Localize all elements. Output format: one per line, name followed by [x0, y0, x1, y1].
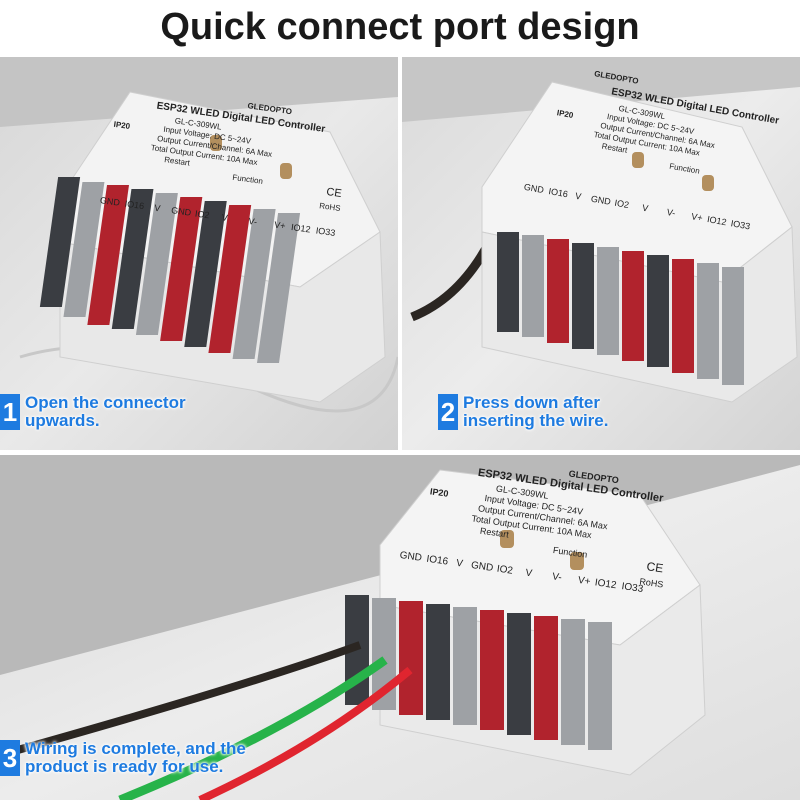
port-label-3: GND	[470, 560, 494, 574]
port-label-5: V	[525, 568, 533, 580]
step-3-photo: ESP32 WLED Digital LED Controller GL-C-3…	[0, 455, 800, 800]
rohs-mark: RoHS	[639, 576, 664, 589]
port-label-7: V+	[691, 211, 704, 223]
port-label-9: IO33	[730, 218, 751, 231]
connector-levers	[345, 595, 612, 750]
port-label-3: GND	[171, 205, 193, 218]
port-label-2: V	[154, 203, 161, 214]
step-1-caption: Open the connector upwards.	[25, 393, 186, 430]
ip-rating: IP20	[556, 108, 574, 120]
port-label-8: IO12	[290, 222, 311, 235]
port-label-2: V	[455, 558, 463, 570]
port-label-2: V	[574, 191, 582, 202]
port-label-0: GND	[523, 182, 545, 195]
ce-mark: CE	[646, 559, 664, 575]
port-label-4: IO2	[496, 564, 514, 577]
port-label-6: V-	[666, 207, 676, 218]
rohs-mark: RoHS	[319, 201, 341, 213]
port-label-0: GND	[99, 195, 121, 208]
restart-label: Restart	[164, 155, 192, 168]
step-1: 1 Open the connector upwards.	[0, 394, 186, 430]
connector-levers	[497, 232, 744, 385]
step-2-caption: Press down after inserting the wire.	[463, 393, 609, 430]
step-3-number: 3	[0, 740, 20, 776]
port-label-8: IO12	[594, 577, 617, 591]
page-title: Quick connect port design	[160, 6, 640, 48]
port-label-4: IO2	[614, 198, 630, 210]
ip-rating: IP20	[113, 120, 131, 131]
step-2-number: 2	[438, 394, 458, 430]
ce-mark: CE	[326, 186, 343, 200]
red-wire	[198, 666, 413, 800]
ip-rating: IP20	[429, 486, 449, 498]
port-label-9: IO33	[315, 225, 336, 238]
function-label: Function	[232, 173, 264, 186]
step-3: 3 Wiring is complete, and the product is…	[0, 740, 246, 776]
function-label: Function	[552, 545, 588, 560]
step-2: 2 Press down after inserting the wire.	[438, 394, 608, 430]
port-label-1: IO16	[124, 199, 145, 212]
step-3-caption: Wiring is complete, and the product is r…	[25, 739, 246, 776]
green-wire	[118, 656, 388, 800]
port-label-1: IO16	[426, 554, 449, 568]
port-label-5: V	[221, 212, 228, 223]
port-label-8: IO12	[706, 214, 727, 227]
port-label-9: IO33	[621, 581, 644, 595]
port-label-7: V+	[274, 220, 287, 231]
port-label-0: GND	[399, 550, 423, 564]
port-label-6: V-	[551, 571, 562, 583]
port-label-3: GND	[590, 194, 612, 207]
port-label-4: IO2	[194, 208, 210, 220]
step-2-photo: ESP32 WLED Digital LED Controller GL-C-3…	[402, 57, 800, 450]
port-label-6: V-	[248, 216, 258, 227]
port-label-5: V	[641, 203, 649, 214]
port-label-1: IO16	[548, 186, 569, 199]
step-1-number: 1	[0, 394, 20, 430]
port-label-7: V+	[577, 575, 591, 588]
black-wire	[0, 641, 362, 759]
connector-levers	[39, 177, 301, 363]
step-1-photo: ESP32 WLED Digital LED Controller GL-C-3…	[0, 57, 398, 450]
restart-label: Restart	[479, 526, 510, 540]
